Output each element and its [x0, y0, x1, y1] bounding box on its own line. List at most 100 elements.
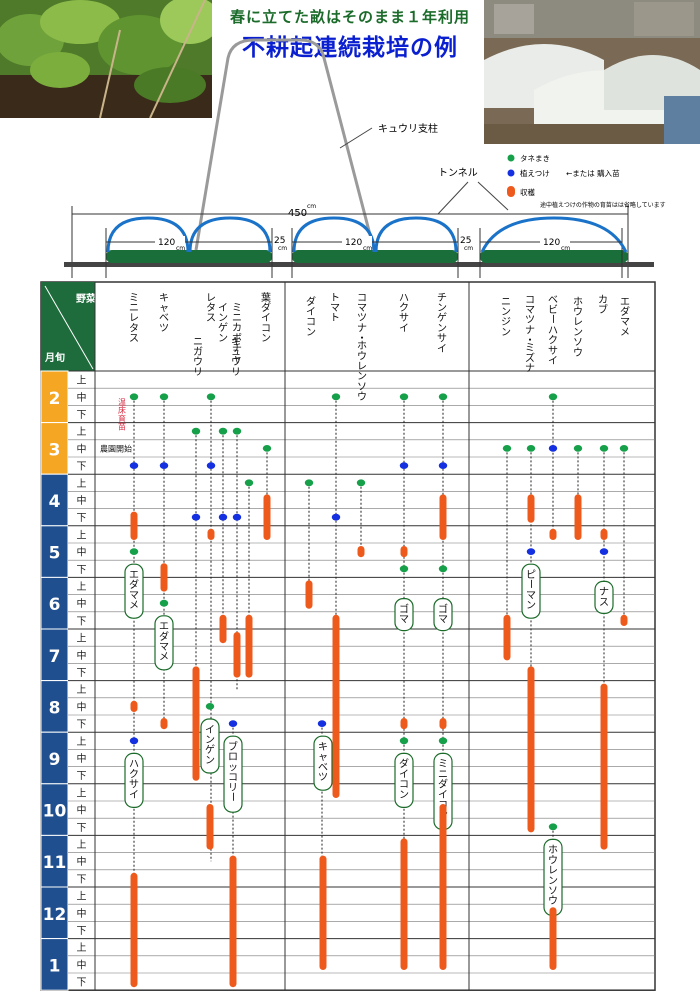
period-label: 下	[77, 823, 87, 834]
month-cell	[40, 473, 69, 527]
crop-header-bed1-6-char: リ	[231, 367, 241, 378]
sow-marker	[129, 548, 139, 555]
sow-marker	[304, 479, 314, 487]
period-label: 中	[77, 855, 87, 868]
crop-header-bed3-1-char: ナ	[525, 363, 535, 375]
period-label: 中	[77, 494, 87, 507]
total-width-value: 450	[288, 208, 307, 219]
crop-header-bed3-0-char: ン	[501, 307, 511, 318]
period-label: 中	[77, 958, 87, 971]
month-label: 3	[49, 440, 61, 460]
plant-marker	[232, 513, 242, 521]
succession-label-4-text-char: リ	[228, 783, 238, 794]
sow-marker	[548, 393, 558, 401]
crop-header-bed2-2-char: レ	[357, 362, 367, 373]
tunnel-arch-2a	[292, 216, 376, 253]
crop-header-bed2-4-char: サ	[437, 333, 447, 345]
period-label: 中	[77, 391, 87, 404]
period-label: 下	[77, 720, 87, 731]
succession-label-1-text-char: ダ	[159, 630, 169, 643]
tunnel-callout-right	[477, 181, 509, 211]
succession-label-9-text-char: ダ	[438, 778, 448, 791]
month-label: 6	[49, 595, 61, 615]
succession-label-7-text: ゴマ	[438, 602, 448, 625]
month-label: 2	[49, 389, 61, 409]
succession-label-10-text-char: ー	[525, 579, 536, 589]
crop-header-bed1-2-char: タ	[206, 302, 216, 314]
crop-header-bed1-1-char: ツ	[159, 323, 169, 334]
harvest-bar	[130, 511, 138, 540]
period-label: 下	[77, 513, 87, 524]
sow-marker	[159, 393, 169, 401]
succession-label-5-text-char: キ	[318, 742, 328, 753]
harvest-bar	[527, 494, 535, 523]
month-cell	[40, 938, 69, 991]
harvest-bar	[400, 838, 408, 970]
crop-header-bed3-5-char: ダ	[620, 305, 630, 318]
succession-label-8-text-char: ダ	[399, 757, 409, 770]
crop-header-bed3-1-char: ナ	[525, 324, 535, 336]
harvest-bar	[439, 718, 447, 730]
plant-marker	[191, 513, 201, 521]
month-cell	[40, 886, 69, 940]
bed-3-width-value: 120	[543, 238, 560, 248]
harvest-bar	[233, 632, 241, 678]
crop-header-bed1-7-char: イ	[261, 313, 271, 324]
sow-marker	[548, 823, 558, 831]
succession-label-4-text-char: ロ	[228, 752, 238, 763]
crop-header-bed1-4-char: ン	[218, 313, 228, 324]
gap-1-value: 25	[274, 236, 285, 246]
sow-marker	[159, 599, 169, 607]
legend-sow-dot	[507, 154, 515, 162]
period-label: 中	[77, 649, 87, 662]
tunnel-photo-right	[484, 0, 700, 144]
harvest-bar	[207, 528, 215, 540]
sow-marker	[218, 427, 228, 435]
crop-header-bed1-0-char: タ	[129, 322, 139, 334]
succession-label-10-text-char: マ	[526, 590, 536, 601]
succession-label-6-text-char: ゴ	[399, 602, 409, 615]
tunnel-label: トンネル	[438, 167, 478, 179]
plant-marker	[129, 737, 139, 745]
crop-header-bed3-3-char: ン	[573, 327, 583, 338]
crop-header-bed3-3-char: ウ	[573, 347, 583, 359]
sow-marker	[205, 703, 215, 710]
crop-header-bed3-3-char: レ	[573, 317, 583, 328]
harvest-bar	[263, 494, 271, 540]
bed-1	[106, 250, 272, 263]
crop-header-bed2-0-char: コ	[306, 317, 316, 328]
month-label: 8	[49, 698, 61, 718]
crop-header-bed1-6-char: ウ	[231, 356, 241, 368]
harvest-bar	[192, 666, 200, 781]
crop-header-bed3-5-char: マ	[620, 317, 630, 328]
period-label: 中	[77, 597, 87, 610]
crop-header-bed3-0-char: ン	[501, 327, 511, 338]
period-label: 中	[77, 804, 87, 817]
month-label: 12	[43, 905, 67, 925]
crop-header-bed3-4-char: ブ	[598, 303, 608, 316]
sow-marker	[438, 393, 448, 401]
crop-header-bed3-2-char: ハ	[548, 325, 558, 336]
period-label: 下	[77, 462, 87, 473]
period-label: 中	[77, 752, 87, 765]
legend-sow-label: タネまき	[520, 154, 550, 163]
period-label: 上	[77, 633, 87, 645]
crop-header-bed2-2-char: ツ	[357, 313, 367, 324]
legend-plant-note: ←または 購入苗	[566, 168, 620, 178]
bed-3-width-unit: cm	[561, 245, 570, 252]
harvest-bar	[305, 580, 313, 609]
plant-marker	[228, 720, 238, 727]
plant-marker	[331, 513, 341, 521]
crop-header-bed2-3-char: サ	[399, 312, 409, 324]
crop-header-bed1-6-char: キ	[231, 337, 241, 348]
